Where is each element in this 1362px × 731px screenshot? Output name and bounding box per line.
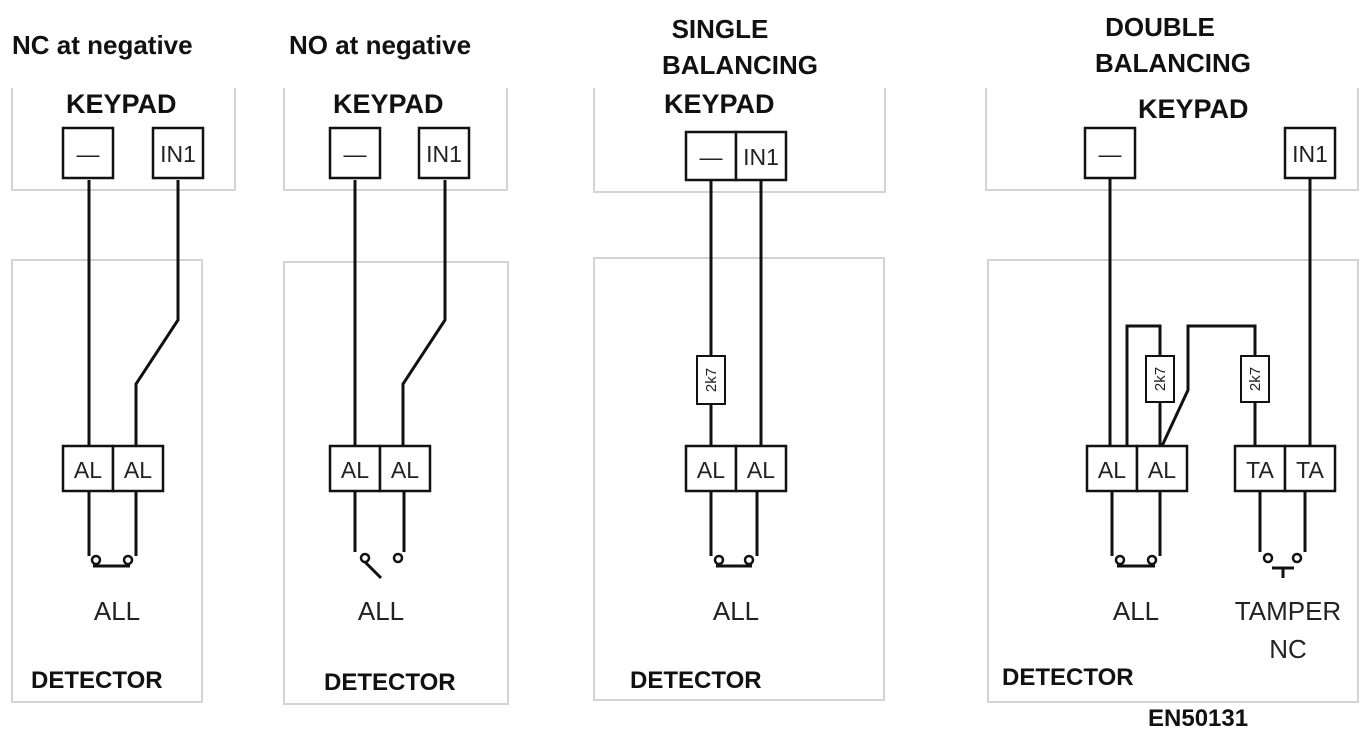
detector-panel xyxy=(283,261,509,705)
contact-label: ALL xyxy=(94,596,140,626)
terminal-al-label: AL xyxy=(1098,457,1126,483)
terminal-al-label: AL xyxy=(124,457,152,483)
detector-label: DETECTOR xyxy=(31,667,163,694)
terminal-al xyxy=(111,444,165,493)
terminal-al-label: AL xyxy=(1148,457,1176,483)
resistor xyxy=(1240,355,1270,403)
terminal-negative-label: — xyxy=(1099,141,1122,167)
diagram-title: NO at negative xyxy=(289,30,471,60)
terminal-in1 xyxy=(151,126,205,180)
terminal-negative-label: — xyxy=(344,141,367,167)
terminal-al-label: AL xyxy=(697,457,725,483)
terminal-al-label: AL xyxy=(391,457,419,483)
wire-in1 xyxy=(401,180,447,446)
contact-label: ALL xyxy=(1113,596,1159,626)
terminal-al-label: AL xyxy=(747,457,775,483)
diagram-no-at-negative: NO at negative KEYPAD — IN1 AL AL ALL DE… xyxy=(283,30,509,705)
no-contact xyxy=(353,491,406,580)
standard-label: EN50131 xyxy=(1148,705,1248,731)
tamper-contact xyxy=(1258,491,1307,578)
diagram-title: NC at negative xyxy=(12,30,193,60)
diagram-title-line: BALANCING xyxy=(1095,48,1251,78)
tamper-label-line: TAMPER xyxy=(1235,596,1341,626)
detector-label: DETECTOR xyxy=(630,667,762,694)
terminal-ta-label: TA xyxy=(1246,457,1274,483)
terminal-al xyxy=(328,444,382,493)
diagram-title-line: BALANCING xyxy=(662,50,818,80)
diagram-nc-at-negative: NC at negative KEYPAD — IN1 AL AL ALL DE… xyxy=(11,30,236,703)
keypad-label: KEYPAD xyxy=(66,89,177,119)
terminal-in1 xyxy=(1283,126,1337,180)
resistor-label: 2k7 xyxy=(1152,367,1169,391)
terminal-in1 xyxy=(734,130,788,182)
keypad-label: KEYPAD xyxy=(333,89,444,119)
keypad-panel xyxy=(593,88,886,193)
resistor xyxy=(1145,355,1175,403)
wire-loop xyxy=(1160,324,1257,447)
detector-panel xyxy=(593,257,885,701)
keypad-label: KEYPAD xyxy=(664,89,775,119)
detector-panel xyxy=(11,259,203,703)
keypad-label: KEYPAD xyxy=(1138,94,1249,124)
nc-contact xyxy=(709,491,759,568)
nc-contact xyxy=(87,491,138,568)
terminal-in1-label: IN1 xyxy=(160,141,196,167)
terminal-negative xyxy=(61,126,115,180)
resistor-label: 2k7 xyxy=(703,368,720,392)
terminal-al xyxy=(1135,444,1189,493)
wire-in1 xyxy=(134,180,180,446)
terminal-al-label: AL xyxy=(74,457,102,483)
contact-label: ALL xyxy=(713,596,759,626)
terminal-in1 xyxy=(417,126,471,180)
keypad-panel xyxy=(11,88,236,191)
keypad-panel xyxy=(985,88,1359,191)
terminal-al xyxy=(61,444,115,493)
terminal-negative xyxy=(328,126,382,180)
contact-label: ALL xyxy=(358,596,404,626)
tamper-label-line: NC xyxy=(1269,634,1307,664)
terminal-negative-label: — xyxy=(77,141,100,167)
terminal-ta-label: TA xyxy=(1296,457,1324,483)
terminal-negative xyxy=(684,130,738,182)
detector-panel xyxy=(987,259,1359,703)
terminal-in1-label: IN1 xyxy=(1292,141,1328,167)
detector-label: DETECTOR xyxy=(324,669,456,696)
nc-contact xyxy=(1110,491,1162,568)
diagram-title-line: SINGLE xyxy=(672,14,769,44)
terminal-al-label: AL xyxy=(341,457,369,483)
terminal-in1-label: IN1 xyxy=(743,144,779,170)
terminal-negative-label: — xyxy=(700,144,723,170)
terminal-ta xyxy=(1283,444,1337,493)
keypad-panel xyxy=(283,88,508,191)
diagram-title-line: DOUBLE xyxy=(1105,12,1215,42)
diagram-double-balancing: DOUBLE BALANCING KEYPAD — IN1 2k7 2k7 AL… xyxy=(985,12,1359,703)
resistor xyxy=(696,355,726,405)
terminal-in1-label: IN1 xyxy=(426,141,462,167)
terminal-al xyxy=(734,444,788,493)
diagram-single-balancing: SINGLE BALANCING KEYPAD — IN1 2k7 AL AL … xyxy=(593,14,886,701)
wire-loop xyxy=(1125,324,1162,446)
terminal-negative xyxy=(1083,126,1137,180)
resistor-label: 2k7 xyxy=(1247,367,1264,391)
detector-label: DETECTOR xyxy=(1002,664,1134,691)
